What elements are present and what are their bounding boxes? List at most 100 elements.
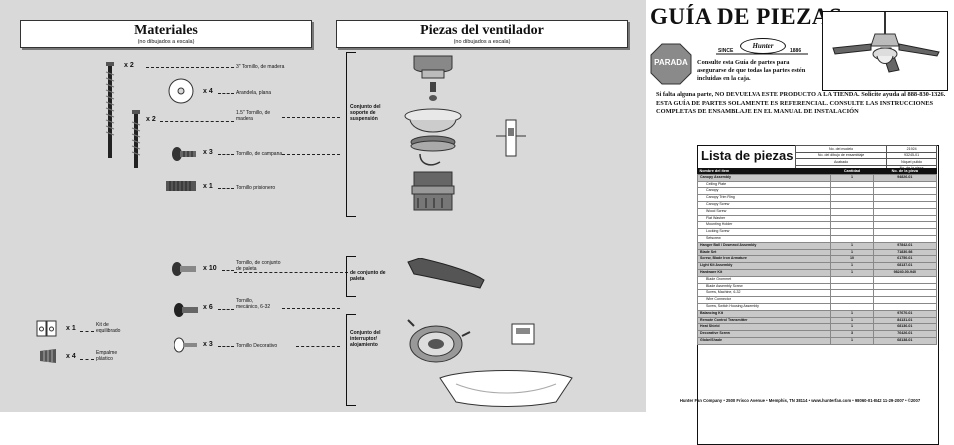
part-qty: 1 bbox=[830, 173, 874, 182]
long-wood-screw-icon bbox=[105, 62, 115, 158]
col-quantity: Cantidad bbox=[830, 168, 874, 175]
part-number bbox=[872, 234, 938, 243]
part-number bbox=[872, 302, 938, 311]
part-name: Heat Shield bbox=[696, 323, 832, 332]
part-number bbox=[872, 214, 938, 223]
hunter-logo: Hunter bbox=[740, 38, 786, 54]
part-qty bbox=[830, 282, 874, 291]
blade-screw-icon bbox=[172, 262, 196, 276]
part-qty bbox=[830, 275, 874, 284]
stop-sign-icon bbox=[650, 43, 692, 85]
col-item-name: Nombre del ítem bbox=[697, 168, 831, 175]
table-row: Wood Screw bbox=[696, 207, 938, 216]
medium-wood-screw-icon bbox=[131, 110, 141, 168]
label-washer: Arandela, plana bbox=[236, 90, 272, 96]
part-name: Screw, Blade Iron Armature bbox=[696, 255, 832, 264]
part-qty: 1 bbox=[830, 262, 874, 270]
part-number: 84131-01 bbox=[872, 316, 938, 325]
part-number bbox=[872, 180, 938, 189]
glass-shade-icon bbox=[439, 370, 573, 407]
label-long-wood-screw: 3" Tornillo, de madera bbox=[236, 64, 285, 70]
part-number: 68138-01 bbox=[872, 336, 938, 345]
part-name: Remote Control Transmitter bbox=[696, 316, 832, 325]
machine-screw-icon bbox=[174, 303, 198, 317]
since-year: 1886 bbox=[790, 48, 802, 54]
part-qty bbox=[830, 221, 874, 230]
qty-canopy-screw: x 3 bbox=[203, 149, 213, 156]
part-number bbox=[872, 200, 938, 209]
part-number: 97670-01 bbox=[872, 309, 938, 318]
part-name: Blade Set bbox=[696, 248, 832, 257]
piezas-header: Piezas del ventilador (no dibujados a es… bbox=[336, 20, 628, 48]
setscrew-icon bbox=[166, 181, 196, 191]
part-number: 68137-01 bbox=[872, 262, 938, 270]
part-qty: 1 bbox=[830, 268, 874, 277]
part-number: 71830-98 bbox=[872, 248, 938, 257]
qty-medium-wood-screw: x 2 bbox=[146, 116, 156, 123]
switch-housing-icon bbox=[407, 319, 471, 363]
part-name: Globe/Shade bbox=[696, 336, 832, 345]
piezas-subtitle: (no dibujados a escala) bbox=[453, 39, 511, 45]
part-name: Light Kit Assembly bbox=[696, 262, 832, 270]
decorative-screw-icon bbox=[174, 337, 197, 353]
consult-text: Consulte esta Guía de partes para asegur… bbox=[697, 59, 806, 82]
part-number bbox=[872, 194, 938, 202]
table-row: Screw, Switch Housing Assembly bbox=[696, 302, 938, 311]
part-qty: 1 bbox=[830, 241, 874, 250]
label-decorative-screw: Tornillo Decorativo bbox=[236, 343, 278, 349]
part-name: Wood Screw bbox=[696, 207, 832, 216]
part-number bbox=[872, 282, 938, 291]
label-medium-wood-screw: 1.5" Tornillo, de madera bbox=[236, 110, 271, 122]
wire-connector-icon bbox=[40, 349, 56, 363]
table-row: Blade Assembly Screw bbox=[696, 282, 938, 291]
piezas-title: Piezas del ventilador bbox=[420, 23, 544, 38]
stop-label: PARADA bbox=[654, 58, 688, 67]
table-row: Canopy Trim Ring bbox=[696, 194, 938, 202]
part-number: 97842-01 bbox=[872, 241, 938, 250]
qty-machine-screw: x 6 bbox=[203, 304, 213, 311]
part-qty: 1 bbox=[830, 316, 874, 325]
part-name: Mounting Holder bbox=[696, 221, 832, 230]
part-number bbox=[872, 187, 938, 196]
footer-text: Hunter Fan Company • 2500 Frisco Avenue … bbox=[679, 398, 921, 403]
remote-control-icon bbox=[511, 323, 535, 345]
table-row: Ceiling Plate bbox=[696, 180, 938, 189]
part-name: Canopy bbox=[696, 187, 832, 196]
table-row: Mounting Holder bbox=[696, 221, 938, 230]
part-qty: 1 bbox=[830, 309, 874, 318]
col-part-number: No. de la pieza bbox=[873, 168, 937, 175]
part-name: Canopy Assembly bbox=[696, 173, 832, 182]
part-qty: 1 bbox=[830, 336, 874, 345]
group-blade-assembly: de conjunto de paleta bbox=[350, 270, 386, 282]
materiales-title: Materiales bbox=[134, 23, 198, 38]
part-number bbox=[872, 228, 938, 236]
part-qty bbox=[830, 302, 874, 311]
part-name: Setscrew bbox=[696, 234, 832, 243]
label-setscrew: Tornillo prisionero bbox=[236, 185, 276, 191]
part-qty bbox=[830, 296, 874, 304]
balancing-kit-icon bbox=[36, 320, 57, 337]
part-name: Blade Assembly Screw bbox=[696, 282, 832, 291]
part-number bbox=[872, 207, 938, 216]
qty-setscrew: x 1 bbox=[203, 183, 213, 190]
label-wire-connector: Empalme plástico bbox=[96, 350, 118, 362]
ceiling-fan-image bbox=[822, 11, 948, 91]
canopy-screw-icon bbox=[172, 147, 196, 161]
part-name: Decorative Screw bbox=[696, 330, 832, 338]
fan-blade-icon bbox=[407, 258, 485, 289]
part-qty bbox=[830, 180, 874, 189]
part-qty bbox=[830, 234, 874, 243]
washer-icon bbox=[168, 78, 194, 104]
part-name: Hardware Kit bbox=[696, 268, 832, 277]
part-name: Wire Connector bbox=[696, 296, 832, 304]
part-number: 61750-01 bbox=[872, 255, 938, 264]
part-number bbox=[872, 289, 938, 298]
